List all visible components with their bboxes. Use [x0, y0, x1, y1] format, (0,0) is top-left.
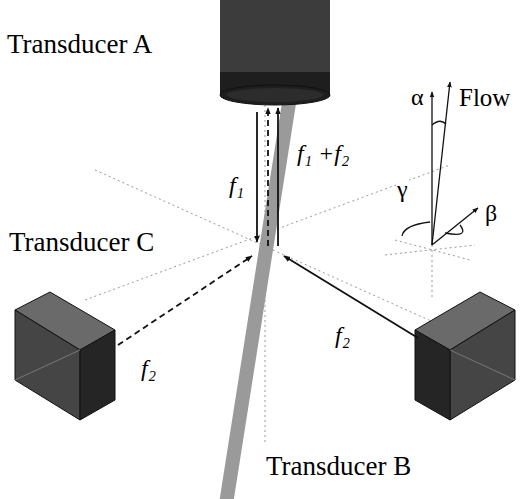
part-name: Transducer C: [8, 228, 155, 258]
frequency-label: f₁: [228, 172, 245, 198]
axis-label: γ: [396, 176, 409, 202]
axis-label: Flow: [458, 84, 511, 112]
frequency-label: f₂: [334, 322, 351, 348]
transducer-b: [415, 292, 515, 420]
part-name: Transducer B: [265, 452, 412, 482]
axis-label: α: [410, 84, 425, 110]
beam-arrows: [118, 108, 418, 345]
frequency-label: f₂: [140, 355, 157, 381]
part-name: Transducer A: [6, 30, 153, 60]
transducer-a: [220, 0, 330, 105]
frequency-label: f₁ +f₂: [296, 140, 350, 166]
transducer-c: [15, 292, 115, 420]
axis-label: β: [484, 200, 498, 226]
